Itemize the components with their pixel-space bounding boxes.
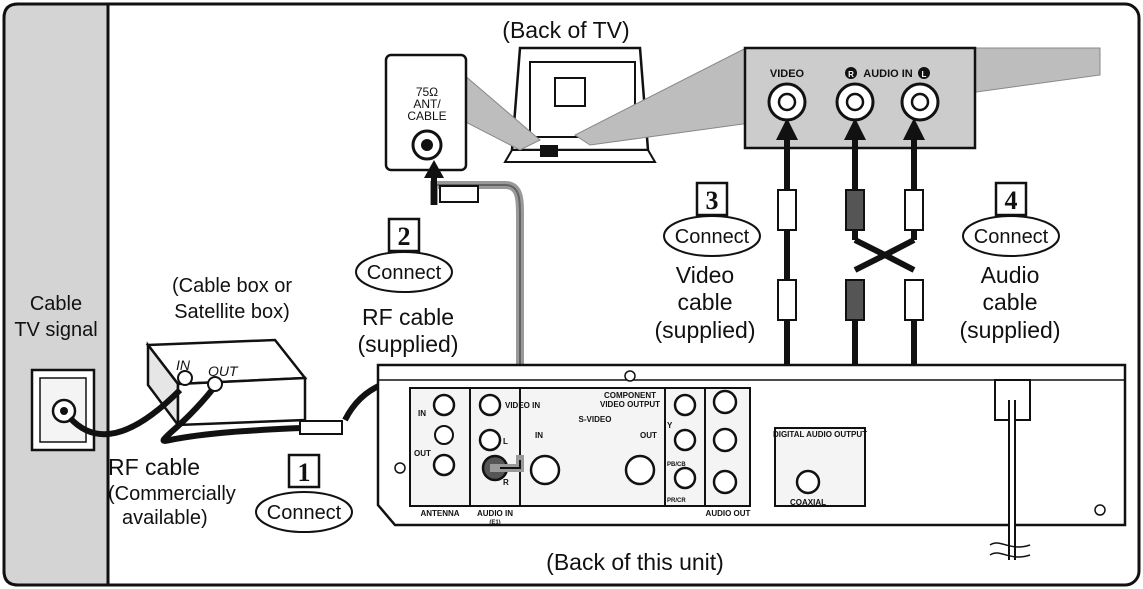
tv-l-label: L: [922, 70, 927, 79]
video-cable-label-3: (supplied): [655, 317, 756, 343]
unit-audio-out-label: AUDIO OUT: [706, 509, 751, 518]
audio-cable-label-3: (supplied): [960, 317, 1061, 343]
rf-left-label-3: available): [122, 507, 208, 529]
rf-cable-commercial: [160, 388, 301, 444]
unit-video-in-label: VIDEO IN: [505, 401, 540, 410]
box-in-label: IN: [176, 357, 191, 373]
unit-y-label: Y: [667, 421, 673, 430]
unit-antenna-label: ANTENNA: [420, 509, 459, 518]
back-of-tv-label: (Back of TV): [502, 17, 629, 43]
unit-digital-audio-out-label: DIGITAL AUDIO OUTPUT: [773, 430, 867, 439]
step-4-number: 4: [1005, 186, 1018, 215]
unit-audio-in-label: AUDIO IN: [477, 509, 513, 518]
unit-pr-label: PR/CR: [667, 498, 686, 504]
audio-cable-label-1: Audio: [981, 262, 1040, 288]
rf-supplied-plug: [439, 185, 479, 203]
step-3-label: Connect: [675, 226, 750, 248]
unit-svideo-in-label: IN: [535, 431, 543, 440]
unit-l-label: L: [503, 437, 508, 446]
tv-video-label: VIDEO: [770, 68, 805, 80]
wall-outlet: [30, 368, 96, 452]
step-1-label: Connect: [267, 502, 342, 524]
unit-component-label-2: VIDEO OUTPUT: [600, 400, 660, 409]
unit-r-label: R: [503, 478, 509, 487]
unit-out-label: OUT: [414, 449, 431, 458]
step-2: 2 Connect: [355, 217, 453, 293]
unit-svideo-out-label: OUT: [640, 431, 657, 440]
unit-audio-in-sub: (E1): [489, 520, 500, 526]
rf-left-label-1: RF cable: [108, 454, 200, 480]
step-3: 3 Connect: [663, 181, 761, 257]
rf-cable-wall: [67, 387, 183, 438]
back-of-unit-label: (Back of this unit): [546, 549, 724, 575]
tv-r-label: R: [848, 70, 854, 79]
step-2-number: 2: [398, 222, 411, 251]
cable-box-label-2: Satellite box): [174, 301, 290, 323]
rf-supplied-label-2: (supplied): [358, 331, 459, 357]
tv-audio-in-label: AUDIO IN: [863, 68, 913, 80]
rf-plug: [299, 420, 343, 435]
rf-left-label-2: (Commercially: [108, 483, 236, 505]
unit-pb-label: PB/CB: [667, 462, 686, 468]
wall-label-2: TV signal: [14, 319, 97, 341]
unit-svideo-label: S-VIDEO: [579, 415, 612, 424]
tv-ant-label-3: CABLE: [407, 109, 446, 123]
step-2-label: Connect: [367, 262, 442, 284]
unit-in-label: IN: [418, 409, 426, 418]
audio-cable-label-2: cable: [983, 289, 1038, 315]
tv-ant-label-1: 75Ω: [416, 85, 438, 99]
video-cable-label-2: cable: [678, 289, 733, 315]
step-1: 1 Connect: [255, 453, 353, 533]
box-out-label: OUT: [208, 363, 239, 379]
rf-supplied-label-1: RF cable: [362, 304, 454, 330]
step-1-number: 1: [298, 458, 311, 487]
unit-coaxial-label: COAXIAL: [790, 498, 826, 507]
rf-supplied-cable: [430, 181, 524, 460]
cable-box: [145, 338, 308, 429]
wall-label-1: Cable: [30, 293, 82, 315]
tv-ant-label-2: ANT/: [413, 97, 441, 111]
step-4-label: Connect: [974, 226, 1049, 248]
step-4: 4 Connect: [962, 181, 1060, 257]
cable-box-label-1: (Cable box or: [172, 275, 292, 297]
tv-antenna-inset: [384, 53, 468, 172]
video-cable-label-1: Video: [676, 262, 734, 288]
unit-body: [376, 363, 1127, 560]
unit-component-label-1: COMPONENT: [604, 391, 656, 400]
step-3-number: 3: [706, 186, 719, 215]
